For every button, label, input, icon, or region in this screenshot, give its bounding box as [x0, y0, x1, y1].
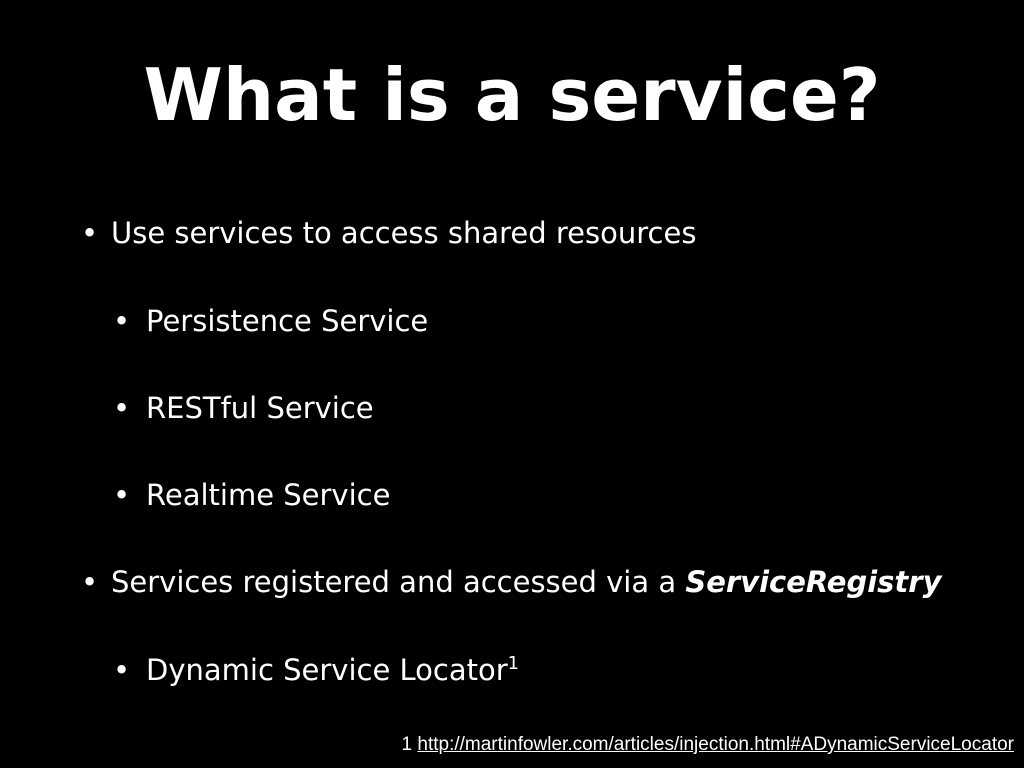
bullet-text: RESTful Service	[146, 391, 374, 425]
bullet-text: Realtime Service	[146, 478, 391, 512]
bullet-text-plain: Services registered and accessed via a	[111, 565, 686, 599]
bullet-text-plain: Dynamic Service Locator	[146, 653, 508, 687]
bullet-text: Services registered and accessed via a S…	[111, 564, 942, 600]
bullet-dot: •	[113, 653, 131, 687]
bullet-dot: •	[113, 391, 131, 425]
footnote: 1 http://martinfowler.com/articles/injec…	[402, 734, 1014, 756]
bullet-dot: •	[113, 304, 131, 338]
bullet-dot: •	[113, 478, 131, 512]
slide-title: What is a service?	[143, 53, 881, 137]
bullet-dot: •	[81, 216, 99, 250]
footnote-marker: 1	[507, 653, 520, 674]
service-registry-term: ServiceRegistry	[685, 565, 942, 599]
bullet-dot: •	[81, 565, 99, 599]
footnote-link[interactable]: http://martinfowler.com/articles/injecti…	[417, 734, 1014, 755]
bullet-text: Dynamic Service Locator1	[146, 652, 519, 688]
bullet-text: Use services to access shared resources	[111, 216, 697, 250]
footnote-number: 1	[401, 734, 413, 755]
bullet-text: Persistence Service	[146, 304, 429, 338]
